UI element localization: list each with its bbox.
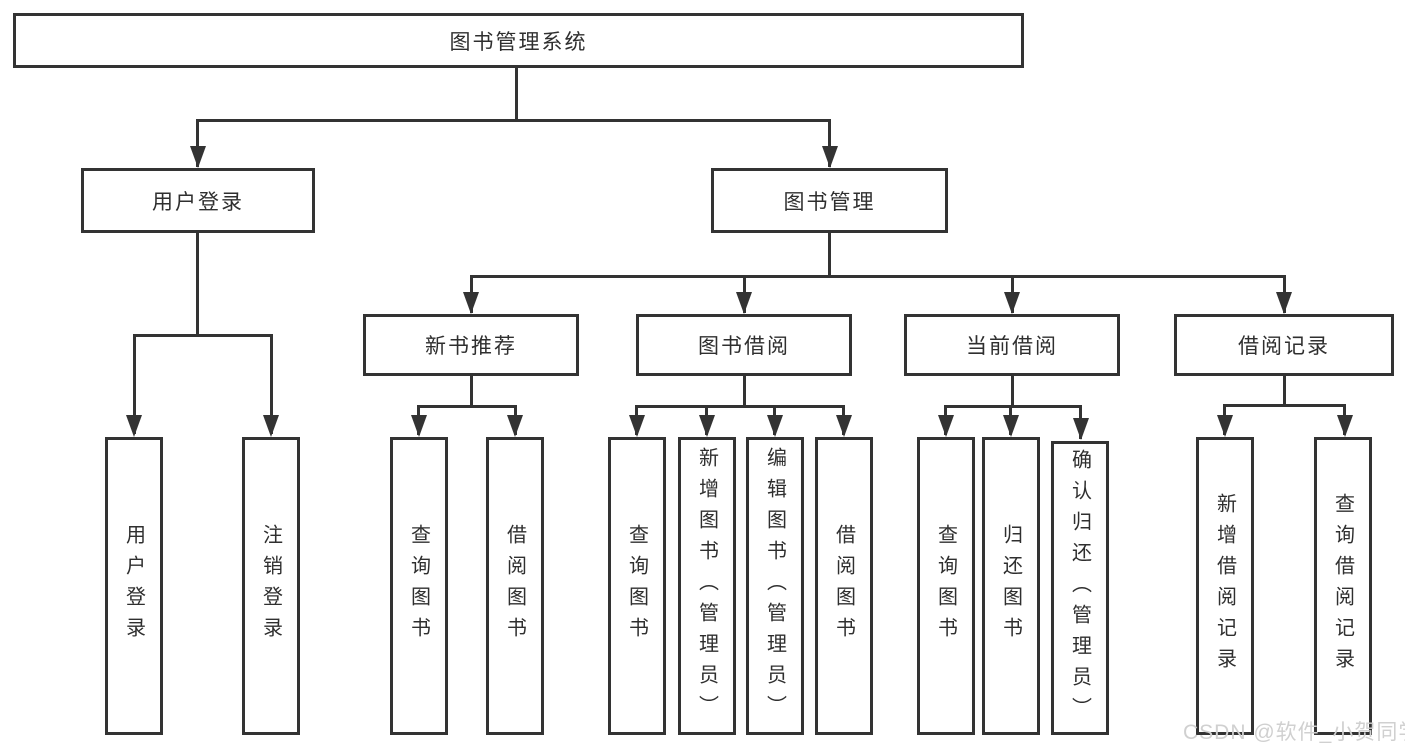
arrow-down-icon (507, 415, 523, 437)
arrow-down-icon (699, 415, 715, 437)
arrow-down-icon (938, 415, 954, 437)
connector-line (635, 405, 845, 408)
connector-line (196, 119, 831, 122)
connector-line (270, 334, 273, 434)
arrow-down-icon (1073, 418, 1089, 440)
node-book-management: 图书管理 (711, 168, 948, 233)
connector-line (133, 334, 273, 337)
arrow-down-icon (411, 415, 427, 437)
node-root: 图书管理系统 (13, 13, 1024, 68)
arrow-down-icon (1004, 292, 1020, 314)
leaf-confirm-return-admin: 确认归还（管理员） (1051, 441, 1109, 735)
arrow-down-icon (736, 292, 752, 314)
arrow-down-icon (126, 415, 142, 437)
leaf-edit-book-admin: 编辑图书（管理员） (746, 437, 804, 735)
leaf-query-borrow-record: 查询借阅记录 (1314, 437, 1372, 735)
arrow-down-icon (1003, 415, 1019, 437)
connector-line (196, 119, 199, 167)
connector-line (515, 68, 518, 121)
connector-line (743, 376, 746, 408)
connector-line (1223, 404, 1345, 407)
node-new-book-recommend: 新书推荐 (363, 314, 579, 376)
connector-line (470, 275, 1285, 278)
leaf-logout: 注销登录 (242, 437, 300, 735)
arrow-down-icon (190, 146, 206, 168)
leaf-borrow-books: 借阅图书 (815, 437, 873, 735)
arrow-down-icon (767, 415, 783, 437)
leaf-add-book-admin: 新增图书（管理员） (678, 437, 736, 735)
node-book-borrow: 图书借阅 (636, 314, 852, 376)
node-borrow-records: 借阅记录 (1174, 314, 1394, 376)
arrow-down-icon (822, 146, 838, 168)
leaf-query-books-borrow: 查询图书 (608, 437, 666, 735)
leaf-borrow-books-recommend: 借阅图书 (486, 437, 544, 735)
connector-line (196, 233, 199, 337)
connector-line (828, 233, 831, 278)
connector-line (133, 334, 136, 434)
arrow-down-icon (1217, 415, 1233, 437)
leaf-add-borrow-record: 新增借阅记录 (1196, 437, 1254, 735)
leaf-return-book: 归还图书 (982, 437, 1040, 735)
arrow-down-icon (263, 415, 279, 437)
leaf-query-books-recommend: 查询图书 (390, 437, 448, 735)
node-user-login: 用户登录 (81, 168, 315, 233)
arrow-down-icon (836, 415, 852, 437)
connector-line (417, 405, 517, 408)
leaf-query-books-current: 查询图书 (917, 437, 975, 735)
arrow-down-icon (1276, 292, 1292, 314)
arrow-down-icon (463, 292, 479, 314)
leaf-user-login: 用户登录 (105, 437, 163, 735)
csdn-watermark: CSDN @软件_小贺同学 (1183, 721, 1405, 744)
connector-line (1011, 376, 1014, 408)
arrow-down-icon (1337, 415, 1353, 437)
connector-line (828, 119, 831, 167)
arrow-down-icon (629, 415, 645, 437)
connector-line (1283, 376, 1286, 407)
connector-line (944, 405, 1082, 408)
node-current-borrow: 当前借阅 (904, 314, 1120, 376)
connector-line (470, 376, 473, 408)
